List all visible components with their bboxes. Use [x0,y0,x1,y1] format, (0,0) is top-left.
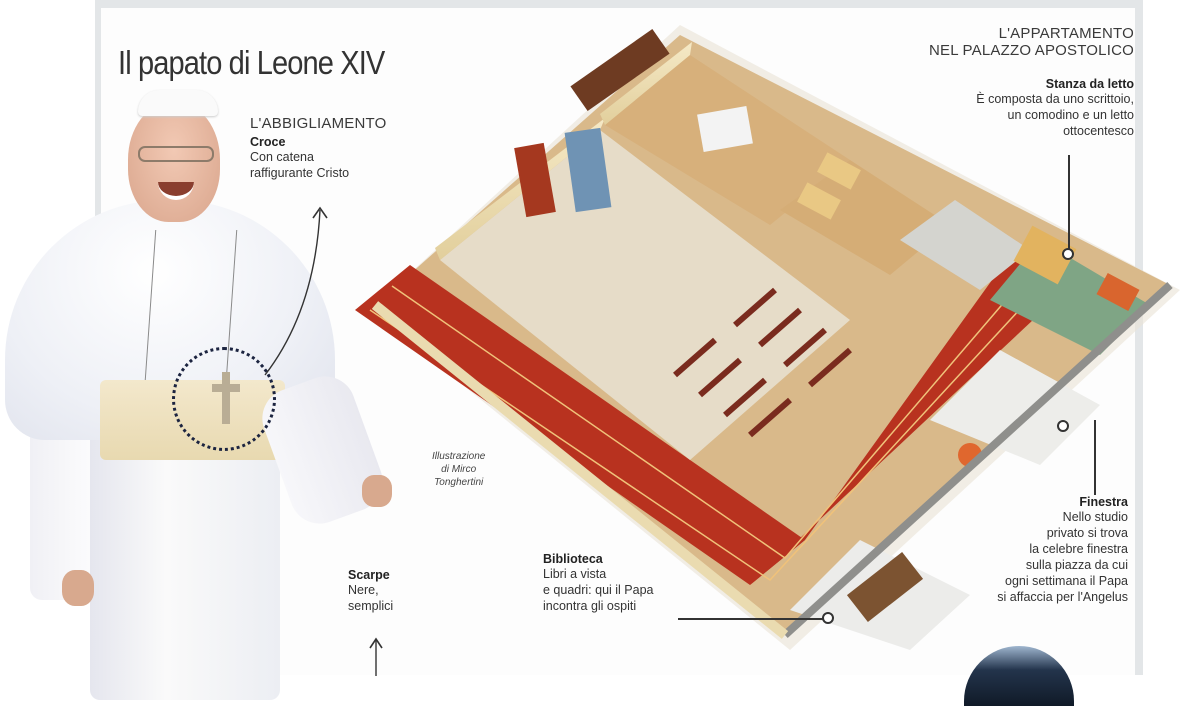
credit-line: di Mirco [441,464,477,475]
attire-section: L'ABBIGLIAMENTO Croce Con catena raffigu… [250,115,386,181]
shoes-callout-arrow [369,637,383,676]
window-desc-line: privato si trova [1046,526,1128,540]
apartment-heading-line: L'APPARTAMENTO [998,25,1134,42]
window-marker-icon[interactable] [1057,420,1069,432]
cross-desc-line: Con catena [250,150,314,164]
apartment-floor-plan [355,25,1180,650]
library-callout-line [678,618,823,620]
pope-head [128,102,220,222]
library-label: Biblioteca [543,552,603,566]
window-desc-line: Nello studio [1062,510,1128,524]
cross-highlight-circle [172,347,276,451]
bedroom-desc-line: È composta da uno scrittoio, [976,92,1134,106]
glasses [138,146,214,162]
credit-line: Tonghertini [434,477,484,488]
right-hand [362,475,392,507]
smile [158,182,194,200]
library-section: Biblioteca Libri a vista e quadri: qui i… [543,552,654,614]
library-marker-icon[interactable] [822,612,834,624]
cross-desc-line: raffigurante Cristo [250,166,350,180]
bedroom-section: Stanza da letto È composta da uno scritt… [976,77,1134,139]
shoes-label: Scarpe [348,568,390,582]
bedroom-marker-icon[interactable] [1062,248,1074,260]
attire-heading: L'ABBIGLIAMENTO [250,115,387,132]
window-callout-line [1094,420,1096,495]
bedroom-desc-line: un comodino e un letto [1007,108,1134,122]
left-hand [62,570,94,606]
apartment-heading-line: NEL PALAZZO APOSTOLICO [928,42,1134,59]
shoes-desc-line: Nere, [348,583,379,597]
cross-label: Croce [250,135,286,149]
apartment-heading: L'APPARTAMENTO NEL PALAZZO APOSTOLICO [929,25,1134,59]
bedroom-desc-line: ottocentesco [1063,124,1134,138]
credit-line: Illustrazione [432,451,486,462]
window-section: Finestra Nello studio privato si trova l… [997,495,1128,605]
shoes-section: Scarpe Nere, semplici [348,568,393,614]
shoes-desc-line: semplici [348,599,394,613]
library-desc-line: incontra gli ospiti [543,599,637,613]
library-desc-line: e quadri: qui il Papa [543,583,654,597]
window-label: Finestra [1079,495,1128,509]
library-desc-line: Libri a vista [543,567,607,581]
page-title: Il papato di Leone XIV [118,44,385,82]
bedroom-callout-line [1068,155,1070,250]
window-desc-line: si affaccia per l'Angelus [997,590,1128,604]
pope-figure [0,80,400,700]
window-desc-line: la celebre finestra [1029,542,1128,556]
bedroom-label: Stanza da letto [1045,77,1134,91]
window-desc-line: ogni settimana il Papa [1005,574,1128,588]
cross-callout-arrow [264,206,328,376]
window-desc-line: sulla piazza da cui [1025,558,1128,572]
zucchetto-cap [138,90,218,116]
illustration-credit: Illustrazione di Mirco Tonghertini [432,450,485,489]
